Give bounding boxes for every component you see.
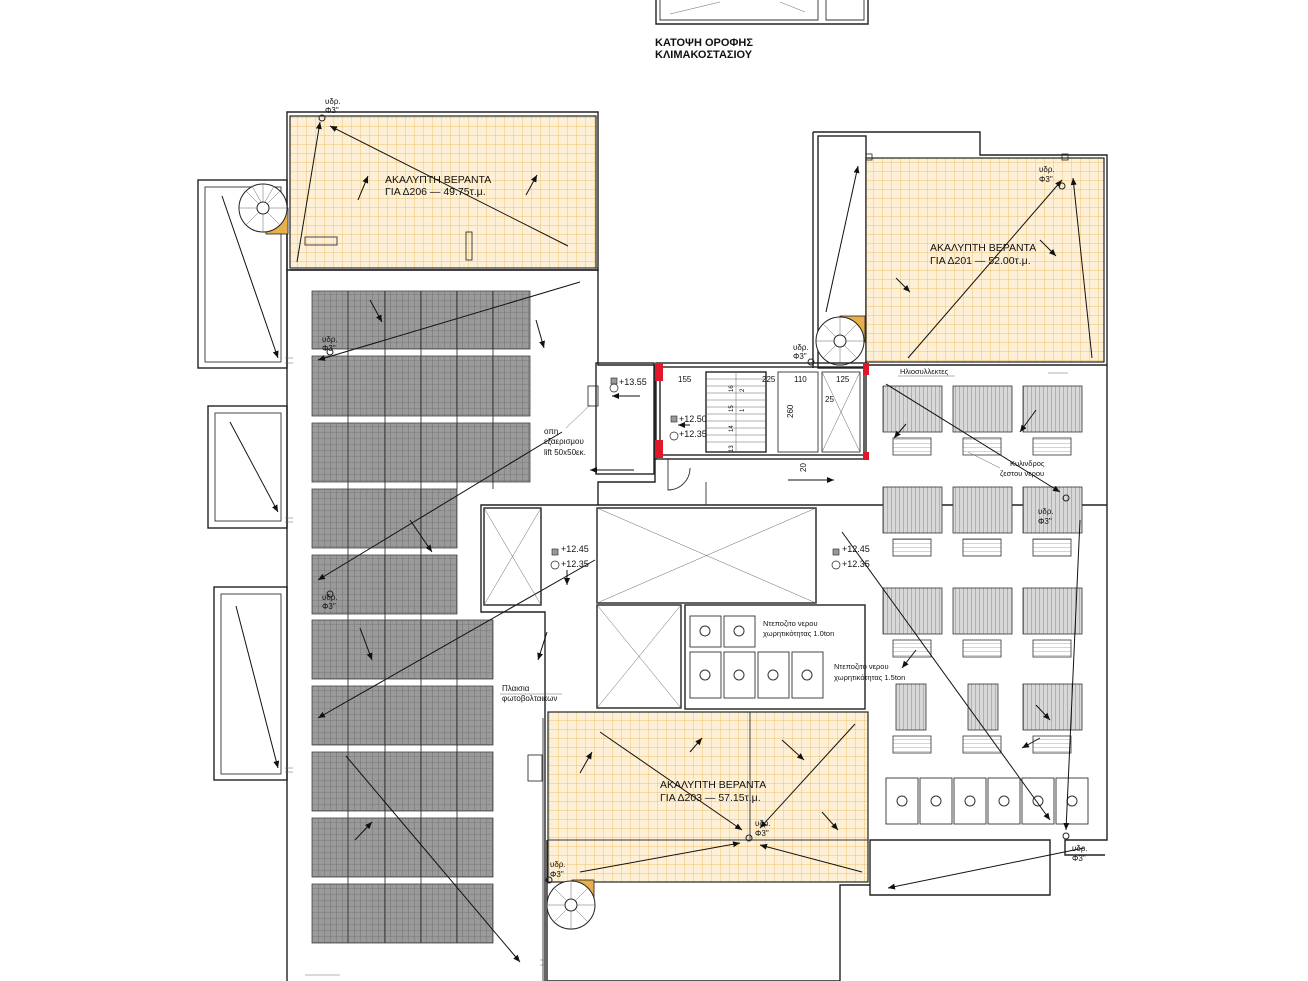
level-marker-icon	[669, 415, 679, 441]
water-tanks	[684, 604, 866, 710]
drain-icon	[318, 114, 326, 122]
dim-225: 225	[762, 375, 776, 384]
drain-stair3-line2: Φ3"	[550, 870, 564, 879]
dim-125: 125	[836, 375, 850, 384]
building-outline	[197, 111, 1108, 981]
drain-corner-line2: Φ3"	[1072, 854, 1086, 863]
dim-155: 155	[678, 375, 692, 384]
stair-num-13: 13	[729, 445, 735, 452]
drain-pv2-line2: Φ3"	[322, 602, 336, 611]
drain-icon	[326, 590, 334, 598]
level-12-35-b: +12.35	[561, 559, 589, 569]
level-12-35-a: +12.35	[679, 429, 707, 439]
dim-110: 110	[794, 375, 807, 384]
drain-collectors-line2: Φ3"	[1038, 517, 1052, 526]
stair-num-16: 16	[729, 385, 735, 392]
dim-25: 25	[825, 395, 834, 404]
lift-shaft	[483, 507, 817, 782]
lift-vent-label-1: οπη	[544, 427, 558, 436]
lift-vent-label-2: εξαερισμου	[544, 437, 584, 446]
pv-panel-field	[311, 281, 596, 963]
lift-vent-label-3: lift 50x50εκ.	[544, 448, 586, 457]
hot-water-cylinder-row	[885, 777, 1089, 825]
cylinders-label-1: Κυλινδρος	[1010, 459, 1045, 468]
stair-roof-plan-thumbnail	[655, 0, 869, 25]
terrace-d201	[815, 153, 1105, 366]
level-marker-icon	[609, 377, 619, 393]
drain-pv1-line2: Φ3"	[322, 344, 336, 353]
drain-d201-line2: Φ3"	[1039, 175, 1053, 184]
dim-260: 260	[786, 404, 795, 418]
dim-20: 20	[799, 463, 808, 472]
tank2-label-1: Ντεποζιτο νερου	[834, 662, 889, 671]
level-marker-icon	[550, 548, 560, 570]
drain-pv2-line1: υδρ.	[322, 593, 338, 602]
solar-collector-icon	[882, 385, 1083, 754]
level-12-45-b: +12.45	[842, 544, 870, 554]
drain-pv1-line1: υδρ.	[322, 335, 338, 344]
level-12-45-a: +12.45	[561, 544, 589, 554]
level-12-50: +12.50	[679, 414, 707, 424]
spiral-stair-icon	[546, 880, 596, 930]
drain-d203-line1: υδρ.	[755, 819, 771, 828]
terrace-d201-line1: ΑΚΑΛΥΠΤΗ ΒΕΡΑΝΤΑ	[930, 242, 1036, 254]
drain-d201-line1: υδρ.	[1039, 165, 1055, 174]
stair-num-15: 15	[729, 405, 735, 412]
tank1-label-1: Ντεποζιτο νερου	[763, 619, 818, 628]
collectors-label: Ηλιοσυλλεκτες	[900, 367, 949, 376]
drain-icon	[1058, 182, 1066, 190]
drain-icon	[745, 834, 753, 842]
drain-icon	[1062, 832, 1070, 840]
terrace-d206	[238, 115, 598, 269]
drain-d206-line2: Φ3"	[325, 106, 339, 115]
water-tank-icon	[689, 615, 824, 699]
solar-collector-array	[841, 383, 1089, 890]
cylinders-label-2: ζεστου νερου	[1000, 469, 1044, 478]
drain-core-line1: υδρ.	[793, 343, 809, 352]
drain-collectors-line1: υδρ.	[1038, 507, 1054, 516]
stair-core	[587, 362, 869, 505]
stair-num-2: 2	[740, 388, 746, 392]
level-marker-icon	[831, 548, 841, 570]
pv-label-2: φωτοβολταικων	[502, 694, 557, 703]
level-12-35-c: +12.35	[842, 559, 870, 569]
terrace-d203	[546, 711, 869, 930]
tank2-label-2: χωρητικότητας 1.5ton	[834, 673, 905, 682]
plan-title-line1: ΚΑΤΟΨΗ ΟΡΟΦΗΣ	[655, 37, 753, 49]
drain-corner-line1: υδρ.	[1072, 844, 1088, 853]
drain-d203-line2: Φ3"	[755, 829, 769, 838]
terrace-d201-line2: ΓΙΑ Δ201 — 52.00τ.μ.	[930, 255, 1031, 267]
tank1-label-2: χωρητικότητας 1.0ton	[763, 629, 834, 638]
stair-num-14: 14	[729, 425, 735, 432]
drain-icon	[326, 348, 334, 356]
drain-icon	[807, 358, 815, 366]
terrace-d203-line2: ΓΙΑ Δ203 — 57.15τ.μ.	[660, 792, 761, 804]
terrace-d203-line1: ΑΚΑΛΥΠΤΗ ΒΕΡΑΝΤΑ	[660, 779, 766, 791]
terrace-d206-line1: ΑΚΑΛΥΠΤΗ ΒΕΡΑΝΤΑ	[385, 174, 491, 186]
pv-label-1: Πλαισια	[502, 684, 530, 693]
terrace-d206-line2: ΓΙΑ Δ206 — 49.75τ.μ.	[385, 186, 486, 198]
spiral-stair-icon	[815, 316, 865, 366]
drain-stair3-line1: υδρ.	[550, 860, 566, 869]
drain-icon	[1062, 494, 1070, 502]
stair-num-1: 1	[740, 408, 746, 412]
spiral-stair-icon	[238, 183, 288, 233]
plan-title-line2: ΚΛΙΜΑΚΟΣΤΑΣΙΟΥ	[655, 49, 753, 61]
drain-d206-line1: υδρ.	[325, 97, 341, 106]
drain-icon	[545, 876, 553, 884]
drain-core-line2: Φ3"	[793, 352, 807, 361]
level-13-55: +13.55	[619, 377, 647, 387]
